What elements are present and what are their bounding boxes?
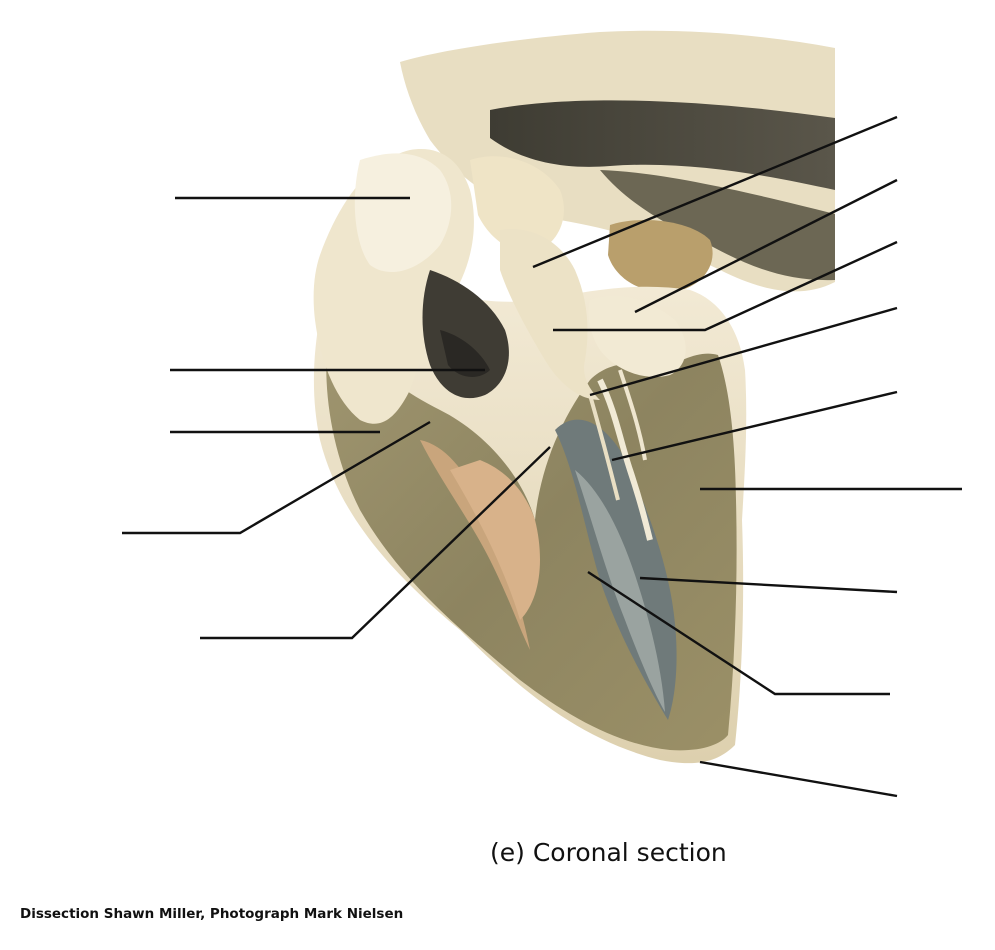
leader-line-6 — [532, 115, 898, 269]
leader-line-5 — [200, 446, 551, 640]
leader-line-8 — [553, 240, 898, 332]
photo-credit: Dissection Shawn Miller, Photograph Mark… — [20, 906, 404, 922]
leader-line-13 — [587, 570, 890, 696]
leader-line-4 — [122, 420, 431, 535]
leader-line-9 — [589, 306, 898, 397]
leader-line-12 — [639, 576, 898, 594]
leader-line-7 — [634, 178, 898, 314]
great-vessels — [400, 30, 835, 293]
leader-line-10 — [611, 390, 898, 462]
right-atrium — [313, 149, 509, 424]
leader-lines — [122, 115, 962, 798]
figure-caption: (e) Coronal section — [490, 838, 727, 867]
valve-region — [500, 229, 686, 400]
leader-line-14 — [699, 760, 898, 798]
